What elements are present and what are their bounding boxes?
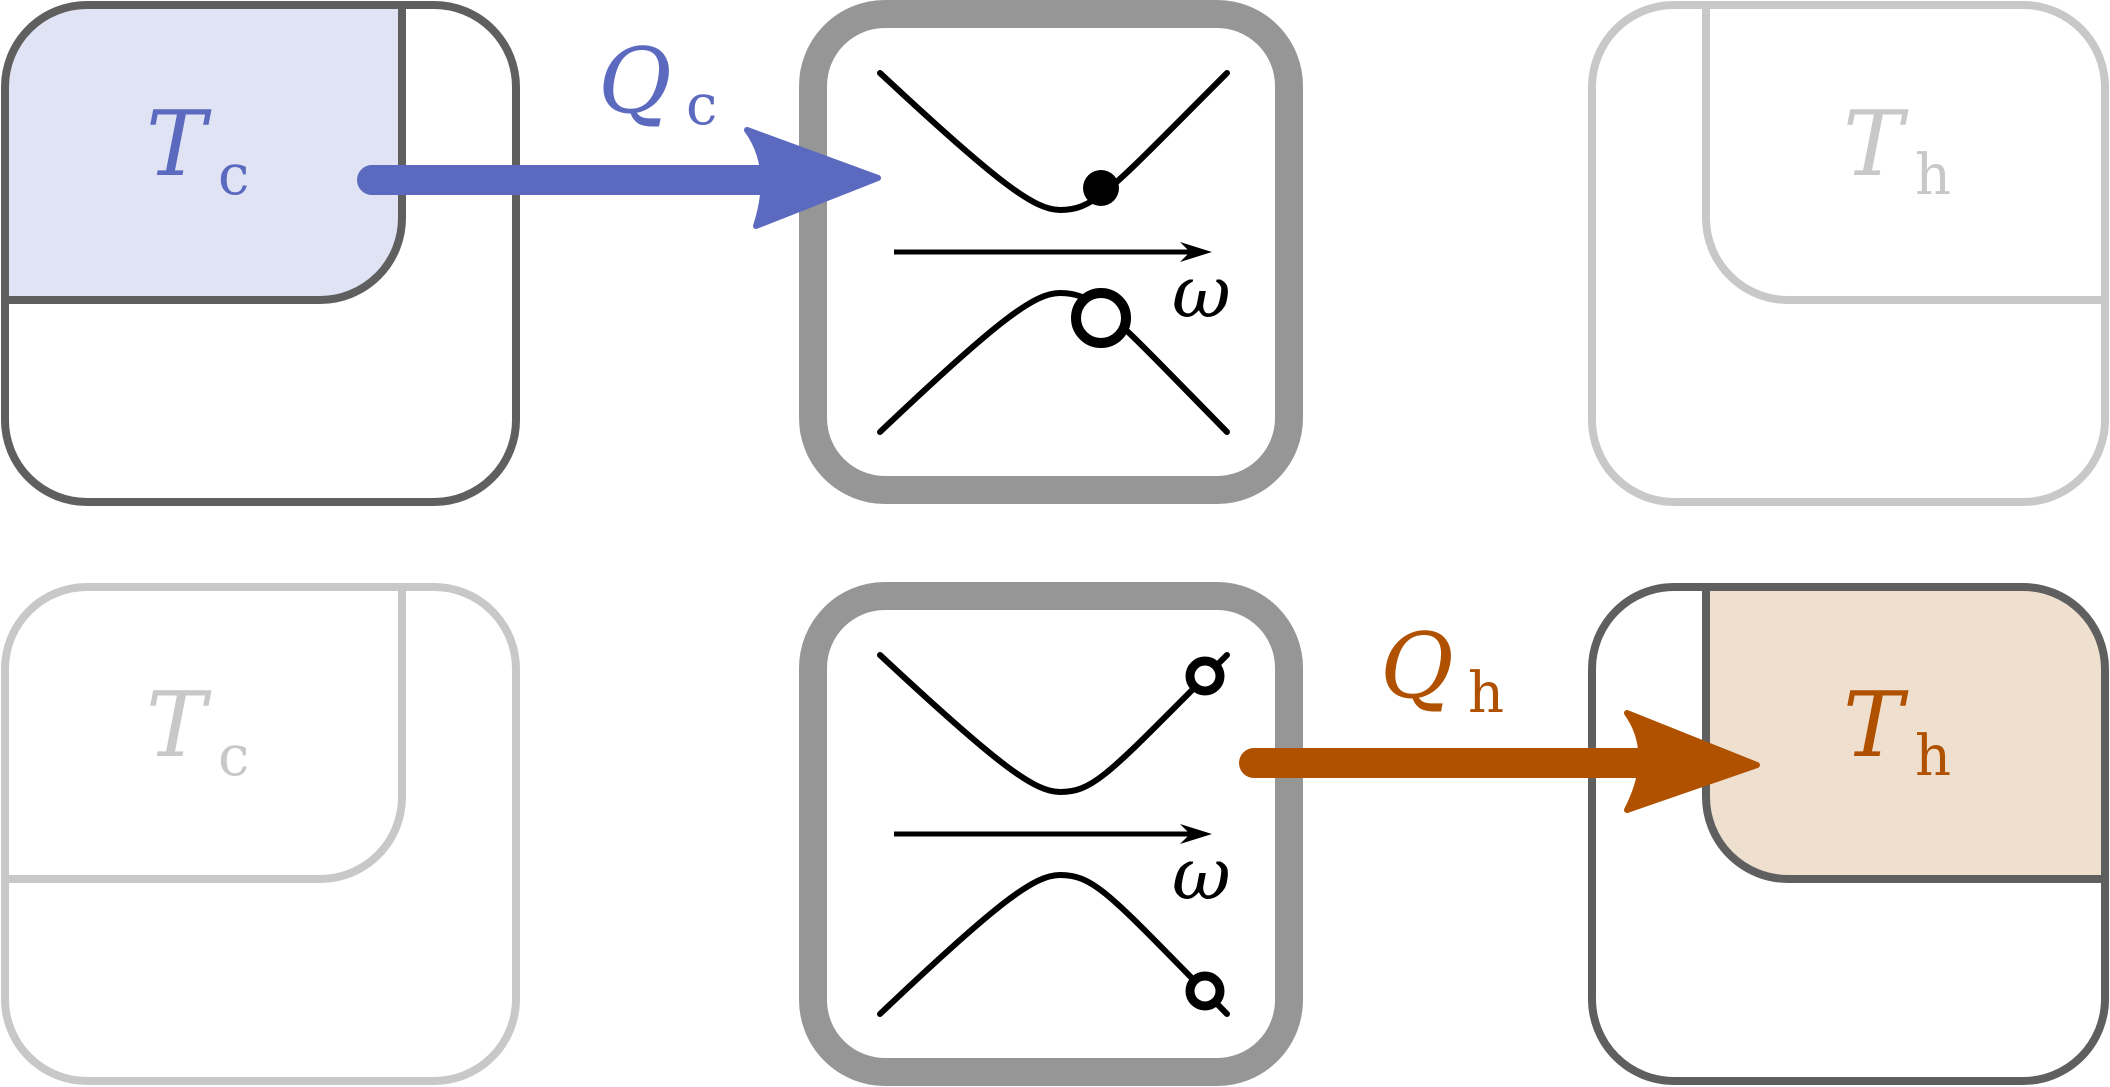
empty-state-marker-upper bbox=[1185, 656, 1225, 696]
empty-state-marker bbox=[1071, 288, 1131, 348]
omega-arrowhead bbox=[1180, 824, 1212, 844]
lower-energy-level bbox=[877, 871, 1230, 1017]
qc-arrowhead bbox=[744, 127, 881, 229]
upper-energy-level bbox=[877, 70, 1230, 214]
working-system-top: ω bbox=[799, 0, 1303, 504]
working-system-bottom: ω bbox=[799, 582, 1303, 1086]
qh-label-main: Q bbox=[1380, 614, 1454, 719]
qc-label-main: Q bbox=[598, 29, 672, 134]
omega-arrowhead bbox=[1180, 242, 1212, 262]
th-label-bottom-main: T bbox=[1843, 673, 1909, 778]
omega-label-bottom: ω bbox=[1172, 832, 1231, 916]
hot-bath-fill-bottom bbox=[1706, 589, 2103, 879]
qc-label-sub: c bbox=[686, 73, 717, 138]
reservoir-outer-box bbox=[1588, 1, 2109, 506]
hot-bath-inner-border bbox=[1702, 5, 2105, 304]
th-label-top-main: T bbox=[1843, 92, 1909, 197]
cold-reservoir-top: T c bbox=[1, 1, 520, 506]
tc-label-top-sub: c bbox=[218, 143, 249, 208]
qh-arrowhead bbox=[1624, 710, 1760, 813]
tc-label-bottom-sub: c bbox=[218, 724, 249, 789]
cold-bath-inner-border bbox=[5, 5, 406, 304]
cold-bath-inner-border bbox=[5, 587, 406, 883]
occupied-state-marker bbox=[1083, 170, 1119, 206]
reservoir-outer-box bbox=[1, 583, 520, 1085]
hot-reservoir-bottom: T h bbox=[1588, 583, 2109, 1085]
tc-label-bottom-main: T bbox=[146, 673, 212, 778]
qh-label-sub: h bbox=[1468, 661, 1504, 726]
heat-flow-qc-arrow: Q c bbox=[357, 29, 881, 229]
tc-label-top-main: T bbox=[146, 92, 212, 197]
heat-flow-qh-arrow: Q h bbox=[1239, 614, 1760, 813]
empty-state-marker-lower bbox=[1185, 971, 1225, 1011]
cold-bath-fill-top bbox=[7, 7, 402, 300]
omega-label-top: ω bbox=[1172, 250, 1231, 334]
upper-energy-level bbox=[877, 652, 1230, 796]
hot-reservoir-top: T h bbox=[1588, 1, 2109, 506]
th-label-top-sub: h bbox=[1915, 143, 1951, 208]
hot-bath-inner-border bbox=[1702, 587, 2105, 883]
th-label-bottom-sub: h bbox=[1915, 724, 1951, 789]
reservoir-outer-box bbox=[1588, 583, 2109, 1085]
cold-reservoir-bottom: T c bbox=[1, 583, 520, 1085]
reservoir-outer-box bbox=[1, 1, 520, 506]
lower-energy-level bbox=[877, 289, 1230, 435]
